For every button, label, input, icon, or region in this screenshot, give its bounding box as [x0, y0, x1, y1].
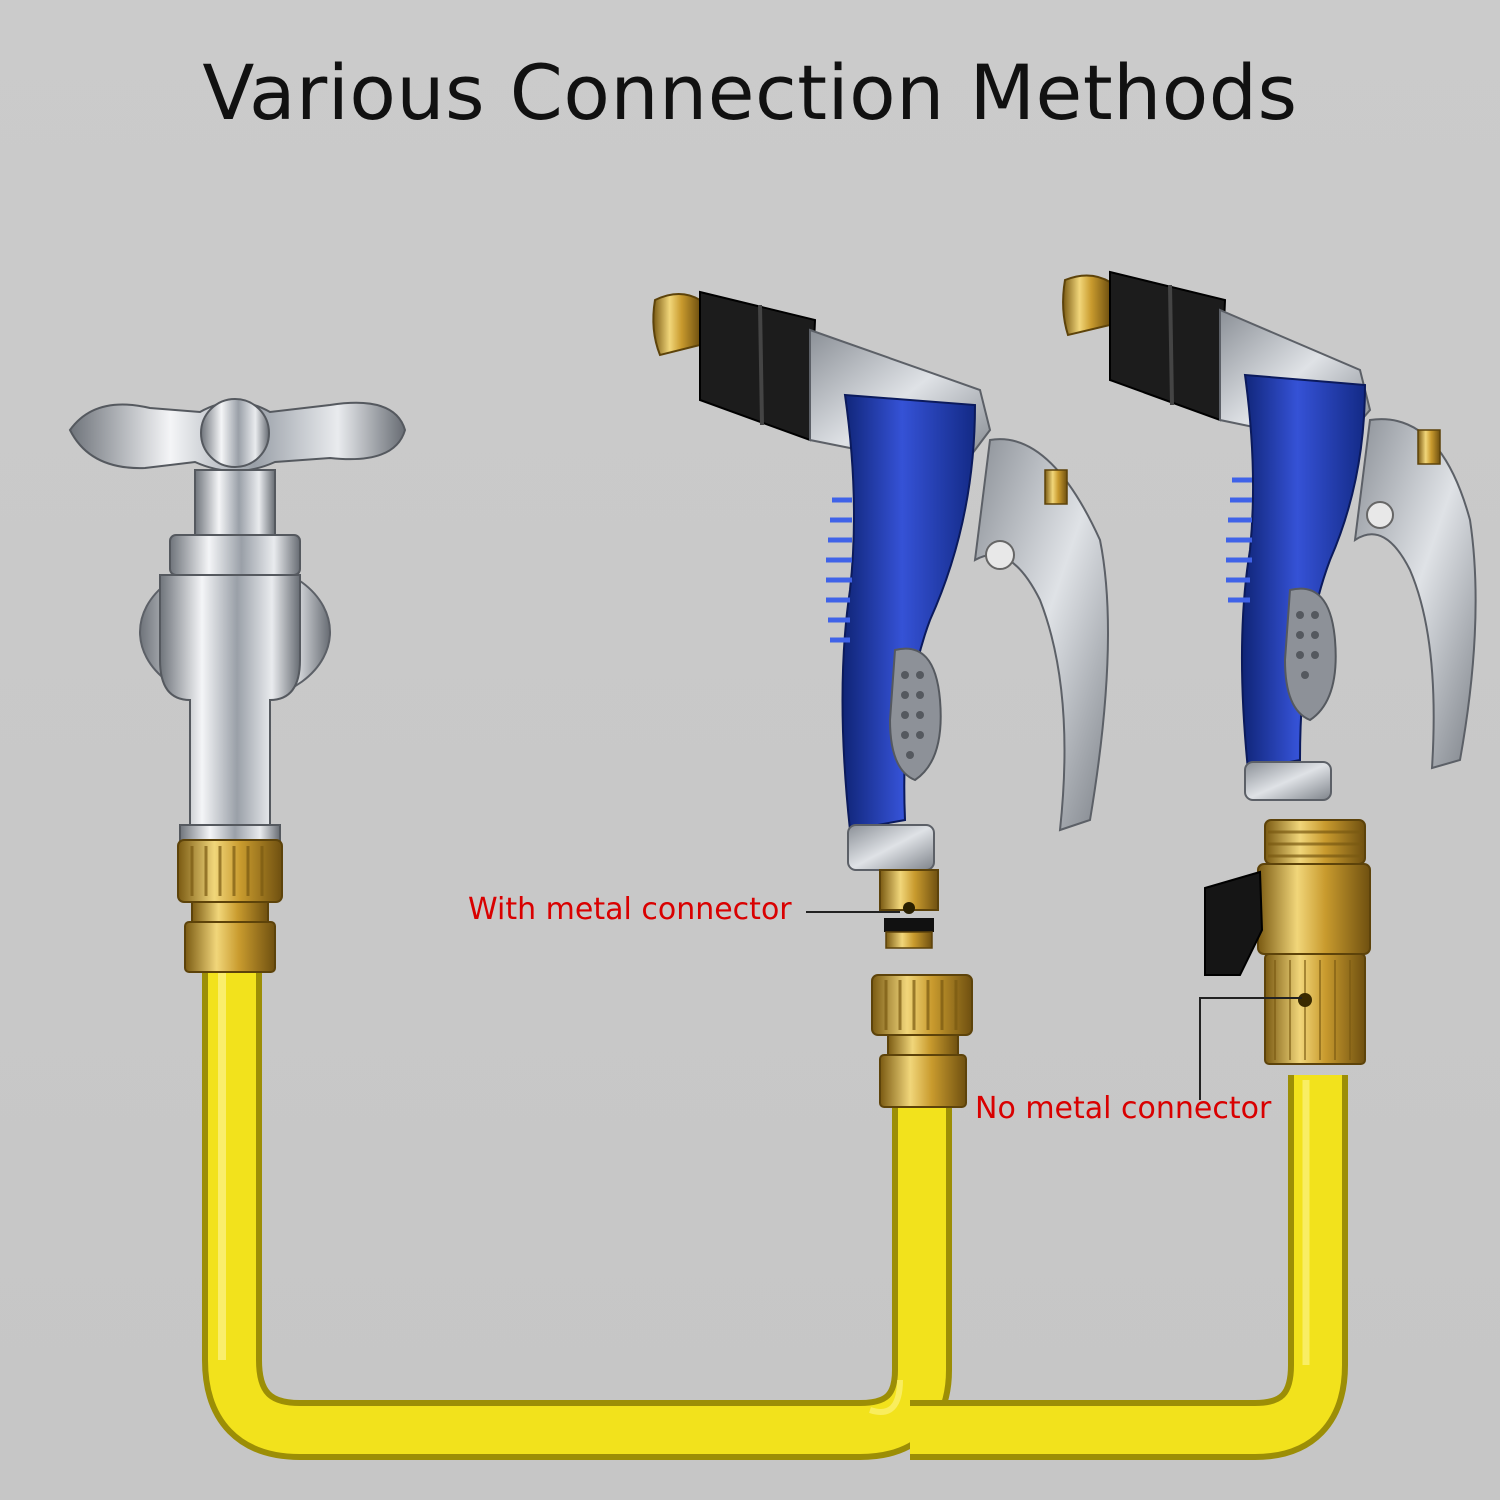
yellow-hose	[202, 965, 1348, 1460]
callout-with-metal-connector: With metal connector	[468, 892, 792, 927]
brass-shutoff-valve	[1204, 819, 1371, 1065]
leader-line-no-metal	[1199, 997, 1302, 1100]
brass-quick-connector	[871, 974, 973, 1108]
spray-gun-left	[652, 290, 1109, 949]
page-title: Various Connection Methods	[202, 48, 1298, 137]
callout-leader-lines	[806, 911, 1302, 1100]
callout-no-metal-connector: No metal connector	[975, 1091, 1272, 1126]
spray-gun-right	[1062, 270, 1477, 801]
faucet-brass-coupling	[177, 839, 283, 973]
faucet	[68, 398, 407, 848]
